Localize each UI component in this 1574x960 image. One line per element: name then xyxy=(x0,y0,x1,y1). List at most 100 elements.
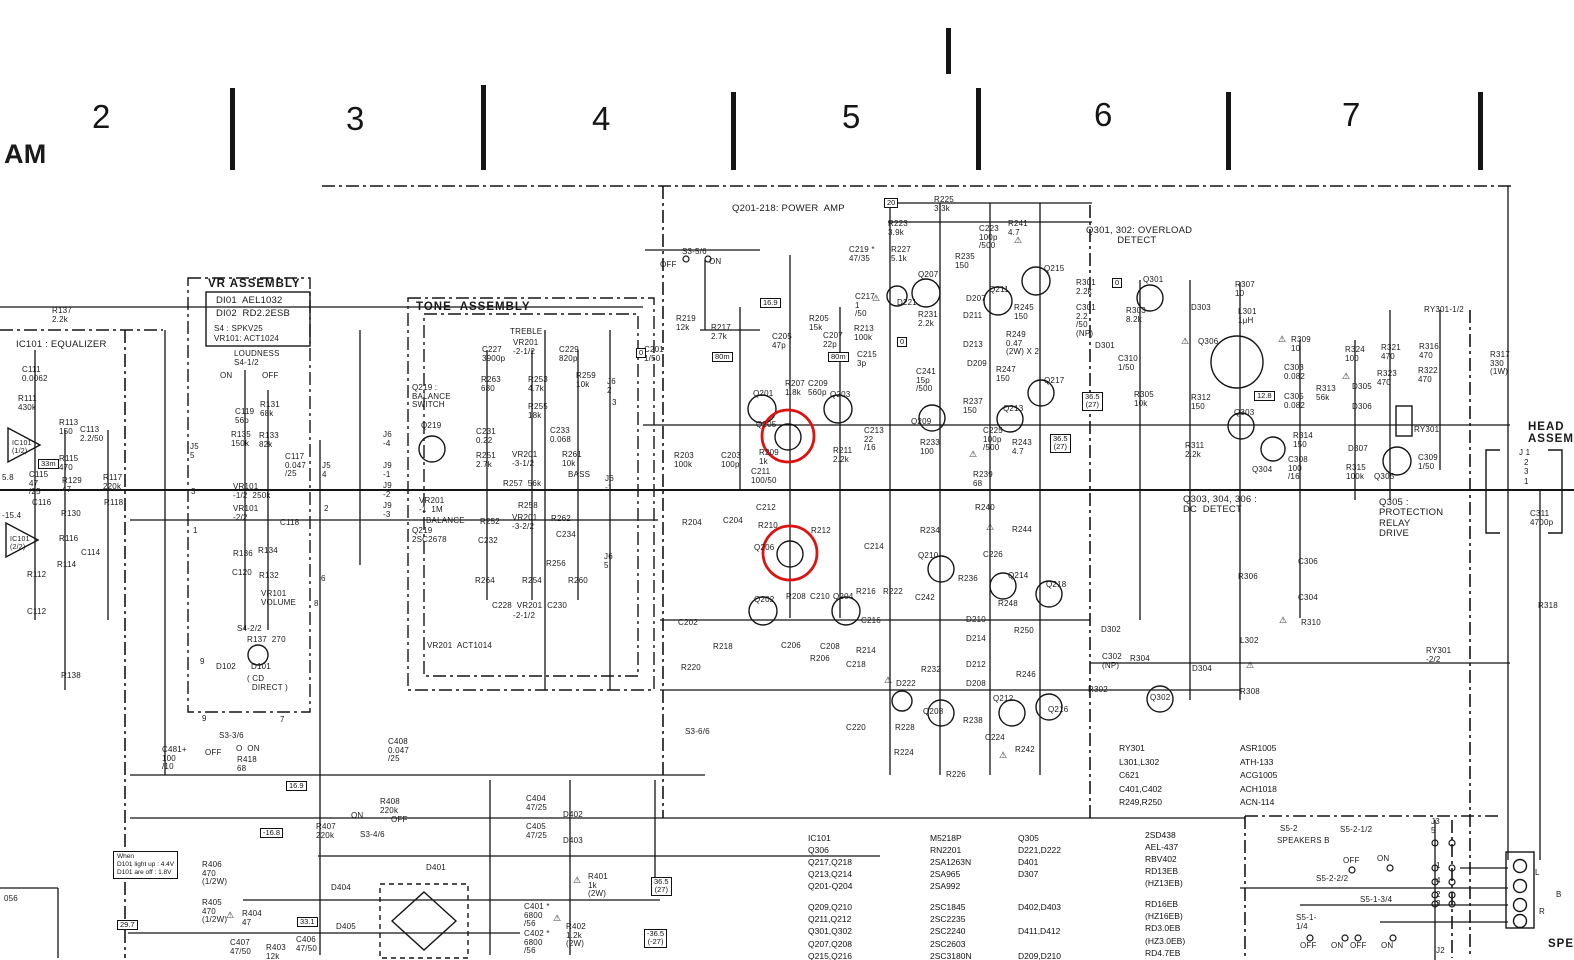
component-label: RY301 -2/2 xyxy=(1426,646,1452,664)
component-label: C229 820p xyxy=(559,345,579,363)
voltage-callout: 36.5 (27) xyxy=(1082,392,1103,411)
component-label: 3 xyxy=(1436,899,1441,908)
component-label: R257 56k xyxy=(503,479,542,488)
component-label: C206 xyxy=(781,641,801,650)
component-label: J3 5 xyxy=(1431,817,1440,835)
warning-icon: ⚠ xyxy=(1342,371,1351,381)
component-label: R236 xyxy=(958,574,978,583)
voltage-callout: 33m xyxy=(38,459,59,470)
component-label: C212 xyxy=(756,503,776,512)
component-label: C224 xyxy=(985,733,1005,742)
component-label: VR201 -3-2/2 xyxy=(512,513,538,531)
component-label: J9 -1 xyxy=(383,461,392,479)
component-label: S5-2 xyxy=(1280,824,1298,833)
component-label: Q301, 302: OVERLOAD DETECT xyxy=(1086,225,1193,247)
parts-table-column: 2SD438 AEL-437 RBV402 RD13EB (HZ13EB) RD… xyxy=(1145,830,1186,960)
component-label: C207 22p xyxy=(823,331,843,349)
component-label: ON xyxy=(1381,941,1394,950)
component-label: ON xyxy=(1377,854,1390,863)
component-label: Q216 xyxy=(1048,705,1069,714)
component-label: C407 47/50 xyxy=(230,938,252,956)
component-label: R405 470 (1/2W) xyxy=(202,898,228,925)
component-label: Q207 xyxy=(918,270,939,279)
component-label: DI02 RD2.2ESB xyxy=(216,308,291,319)
component-label: D306 xyxy=(1352,402,1372,411)
component-label: C226 xyxy=(983,550,1003,559)
component-label: R255 18k xyxy=(528,402,548,420)
component-label: R226 xyxy=(946,770,966,779)
component-label: D213 xyxy=(963,340,983,349)
component-label: S3-4/6 xyxy=(360,830,385,839)
voltage-callout: 29.7 xyxy=(117,920,138,931)
component-label: R260 xyxy=(568,576,588,585)
component-label: Q201 xyxy=(753,389,774,398)
component-label: R237 150 xyxy=(963,397,983,415)
component-label: R240 xyxy=(975,503,995,512)
highlight-circles xyxy=(760,408,819,582)
component-label: 6 xyxy=(321,574,326,583)
component-label: S3-3/6 xyxy=(219,731,244,740)
component-label: D302 xyxy=(1101,625,1121,634)
component-label: TONE ASSEMBLY xyxy=(416,301,531,313)
component-label: R406 470 (1/2W) xyxy=(202,860,228,887)
component-label: D301 xyxy=(1095,341,1115,350)
ruler-number: 7 xyxy=(1342,96,1361,133)
component-label: Q219 : BALANCE SWITCH xyxy=(412,383,451,410)
component-label: D209 xyxy=(967,359,987,368)
warning-icon: ⚠ xyxy=(872,293,881,303)
ruler-number: 4 xyxy=(592,100,611,137)
component-label: 5.8 xyxy=(2,473,14,482)
component-label: R112 xyxy=(27,570,47,579)
component-label: BALANCE xyxy=(426,516,465,525)
component-label: 2 xyxy=(324,504,329,513)
component-label: R114 xyxy=(57,560,77,569)
component-label: ON xyxy=(709,257,722,266)
component-label: D207 xyxy=(966,294,986,303)
component-label: R235 150 xyxy=(955,252,975,270)
component-label: R218 xyxy=(713,642,733,651)
component-label: Q212 xyxy=(993,694,1014,703)
component-label: Q217 xyxy=(1044,376,1065,385)
component-label: VR101: ACT1024 xyxy=(214,334,280,343)
component-label: C225 100p /500 xyxy=(983,426,1003,453)
component-label: S4 : SPKV25 xyxy=(214,324,263,333)
component-label: R418 68 xyxy=(237,755,257,773)
component-label: IC101 (1/2) xyxy=(12,440,32,455)
component-label: 3 xyxy=(191,487,196,496)
component-label: B xyxy=(1556,890,1562,899)
warning-icon: ⚠ xyxy=(986,522,995,532)
component-label: Q306 xyxy=(1198,337,1219,346)
component-label: R251 2.7k xyxy=(476,451,496,469)
component-label: 1 xyxy=(193,526,198,535)
component-label: R227 5.1k xyxy=(891,245,911,263)
component-label: D101 xyxy=(251,662,271,671)
warning-icon: ⚠ xyxy=(573,875,582,885)
component-label: Q215 xyxy=(1044,264,1065,273)
component-label: R407 220k xyxy=(316,822,336,840)
component-label: C401 * 6800 /56 xyxy=(524,902,550,929)
component-label: R250 xyxy=(1014,626,1034,635)
warning-icon: ⚠ xyxy=(1246,660,1255,670)
parts-table-column: M5218P RN2201 2SA1263N 2SA965 2SA992 2SC… xyxy=(930,833,972,960)
component-label: R246 xyxy=(1016,670,1036,679)
warning-icon: ⚠ xyxy=(1278,334,1287,344)
component-label: 056 xyxy=(4,894,18,903)
component-label: R323 470 xyxy=(1377,369,1397,387)
component-label: R309 10 xyxy=(1291,335,1311,353)
component-label: D303 xyxy=(1191,303,1211,312)
ruler-tick xyxy=(1478,92,1483,170)
component-label: R137 2.2k xyxy=(52,306,72,324)
component-label: C404 47/25 xyxy=(526,794,548,812)
component-label: VR201 -1 1M xyxy=(419,496,445,514)
component-label: OFF xyxy=(391,815,408,824)
component-label: VR ASSEMBLY xyxy=(208,278,301,290)
ruler-tick xyxy=(731,92,736,170)
component-label: R209 1k xyxy=(759,448,779,466)
component-label: R115 470 xyxy=(59,454,79,472)
component-label: C228 VR201 C230 xyxy=(492,601,568,610)
component-label: R203 100k xyxy=(674,451,694,469)
component-label: C309 1/50 xyxy=(1418,453,1438,471)
component-label: R243 4.7 xyxy=(1012,438,1032,456)
component-label: R324 100 xyxy=(1345,345,1365,363)
